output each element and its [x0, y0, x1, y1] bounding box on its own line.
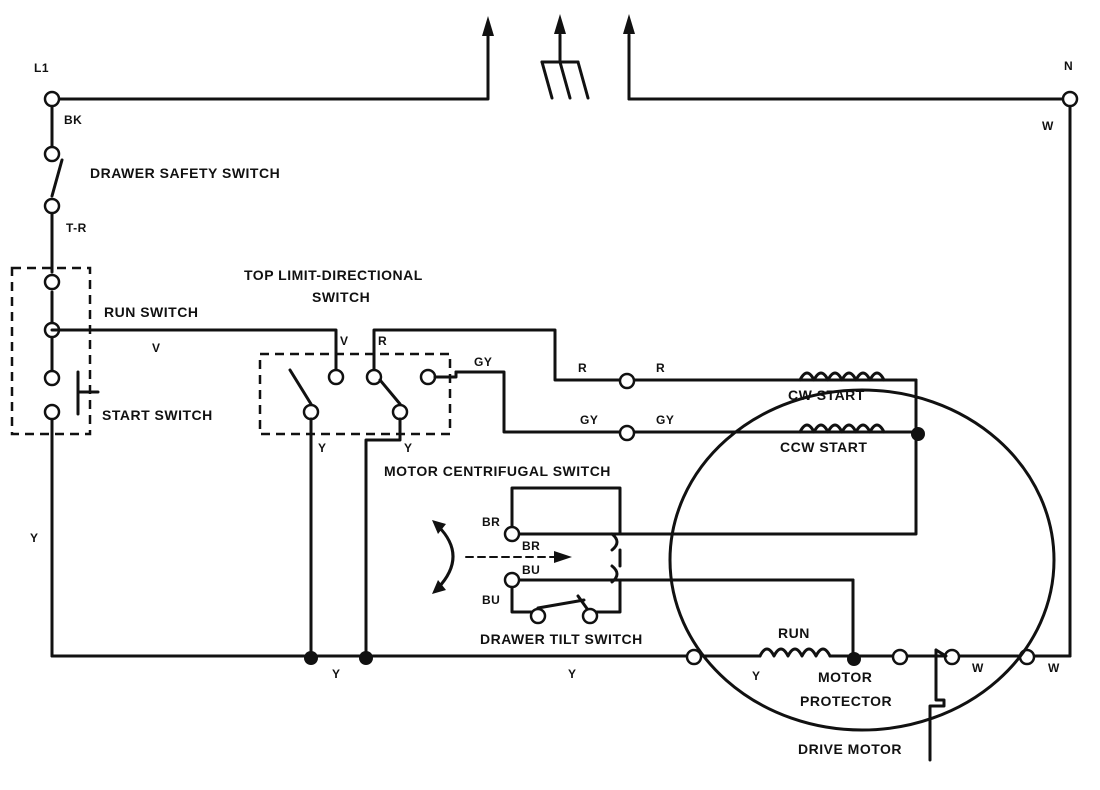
supply-connection	[50, 14, 1072, 101]
label-drive-motor: DRIVE MOTOR	[798, 741, 902, 757]
label-gy-mid1: GY	[580, 413, 598, 427]
cw-start-coil	[798, 371, 886, 382]
label-ccw-start: CCW START	[780, 439, 867, 455]
label-y-bot2: Y	[568, 667, 577, 681]
ccw-start-coil	[798, 423, 886, 434]
label-v-top: V	[340, 334, 349, 348]
label-centrifugal: MOTOR CENTRIFUGAL SWITCH	[384, 463, 611, 479]
label-start-switch: START SWITCH	[102, 407, 213, 423]
run-start-switch-box	[10, 266, 92, 436]
terminal-safety-top	[43, 145, 61, 163]
label-y-tls1: Y	[318, 441, 327, 455]
terminal-r	[618, 372, 636, 390]
bottom-bus	[50, 90, 1079, 762]
label-bu1: BU	[522, 563, 540, 577]
labels: L1 N BK T-R W DRAWER SAFETY SWITCH TOP L…	[30, 59, 1073, 757]
label-y-bot1: Y	[332, 667, 341, 681]
label-l1: L1	[34, 61, 49, 75]
label-tr: T-R	[66, 221, 87, 235]
label-w-bot2: W	[1048, 661, 1060, 675]
label-motor-protector-1: MOTOR	[818, 669, 872, 685]
label-r-mid1: R	[578, 361, 587, 375]
centrifugal-switch	[432, 486, 855, 658]
terminal-safety-bottom	[43, 197, 61, 215]
label-r-mid2: R	[656, 361, 665, 375]
drive-motor-circle	[668, 388, 1056, 732]
label-y-left: Y	[30, 531, 39, 545]
label-gy-mid2: GY	[656, 413, 674, 427]
terminal-l1	[43, 90, 61, 108]
terminal-start-top	[43, 369, 61, 387]
label-r-top: R	[378, 334, 387, 348]
terminal-start-bottom	[43, 403, 61, 421]
top-limit-switch-box	[258, 352, 452, 436]
label-n: N	[1064, 59, 1073, 73]
label-y-tls2: Y	[404, 441, 413, 455]
terminal-gy	[618, 424, 636, 442]
label-motor-protector-2: PROTECTOR	[800, 693, 892, 709]
label-top-limit-1: TOP LIMIT-DIRECTIONAL	[244, 267, 423, 283]
label-bk: BK	[64, 113, 82, 127]
label-drawer-tilt: DRAWER TILT SWITCH	[480, 631, 643, 647]
label-run-switch: RUN SWITCH	[104, 304, 198, 320]
label-run: RUN	[778, 625, 810, 641]
label-drawer-safety: DRAWER SAFETY SWITCH	[90, 165, 280, 181]
label-br2: BR	[522, 539, 540, 553]
label-gy-top: GY	[474, 355, 492, 369]
label-top-limit-2: SWITCH	[312, 289, 370, 305]
label-cw-start: CW START	[788, 387, 865, 403]
start-windings-junction	[911, 427, 925, 441]
terminal-n	[1061, 90, 1079, 108]
label-br1: BR	[482, 515, 500, 529]
label-bu2: BU	[482, 593, 500, 607]
label-v-run: V	[152, 341, 161, 355]
label-w-bot1: W	[972, 661, 984, 675]
top-limit-switch	[288, 368, 622, 658]
terminal-run-top	[43, 273, 61, 291]
label-y-run: Y	[752, 669, 761, 683]
label-w-right: W	[1042, 119, 1054, 133]
